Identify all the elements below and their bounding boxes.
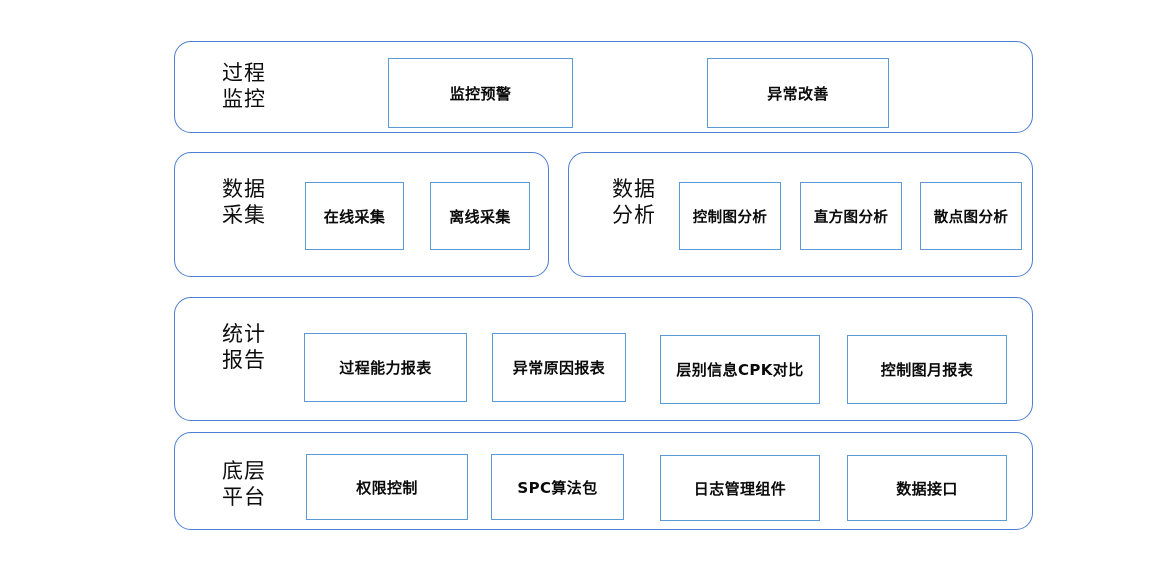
layer-label-statistical-report: 统计 报告: [206, 315, 282, 379]
layer-label-line-1: 底层: [222, 459, 266, 483]
layer-label-line-2: 报告: [222, 348, 266, 372]
module-exception-improve[interactable]: 异常改善: [707, 58, 889, 128]
layer-label-line-1: 数据: [222, 177, 266, 201]
module-stratified-cpk-comparison[interactable]: 层别信息CPK对比: [660, 335, 820, 404]
layer-label-data-analysis: 数据 分析: [596, 170, 672, 234]
layer-label-base-platform: 底层 平台: [206, 452, 282, 516]
module-spc-algorithm-package[interactable]: SPC算法包: [491, 454, 624, 520]
module-histogram-analysis[interactable]: 直方图分析: [800, 182, 902, 250]
layer-label-line-1: 统计: [222, 322, 266, 346]
module-exception-cause-report[interactable]: 异常原因报表: [492, 333, 626, 402]
module-log-management-component[interactable]: 日志管理组件: [660, 455, 820, 521]
layer-label-line-1: 数据: [612, 177, 656, 201]
module-permission-control[interactable]: 权限控制: [306, 454, 468, 520]
layer-label-line-2: 采集: [222, 203, 266, 227]
layer-label-line-1: 过程: [222, 61, 266, 85]
layer-label-data-collection: 数据 采集: [206, 170, 282, 234]
module-data-interface[interactable]: 数据接口: [847, 455, 1007, 521]
module-control-chart-analysis[interactable]: 控制图分析: [679, 182, 781, 250]
module-online-collection[interactable]: 在线采集: [305, 182, 404, 250]
module-control-chart-monthly-report[interactable]: 控制图月报表: [847, 335, 1007, 404]
layer-label-line-2: 分析: [612, 203, 656, 227]
module-monitor-alert[interactable]: 监控预警: [388, 58, 573, 128]
module-process-capability-report[interactable]: 过程能力报表: [304, 333, 467, 402]
layer-label-process-monitoring: 过程 监控: [206, 54, 282, 118]
layer-process-monitoring: [174, 41, 1033, 133]
module-offline-collection[interactable]: 离线采集: [430, 182, 530, 250]
layer-label-line-2: 监控: [222, 87, 266, 111]
module-scatter-chart-analysis[interactable]: 散点图分析: [920, 182, 1022, 250]
layer-label-line-2: 平台: [222, 485, 266, 509]
